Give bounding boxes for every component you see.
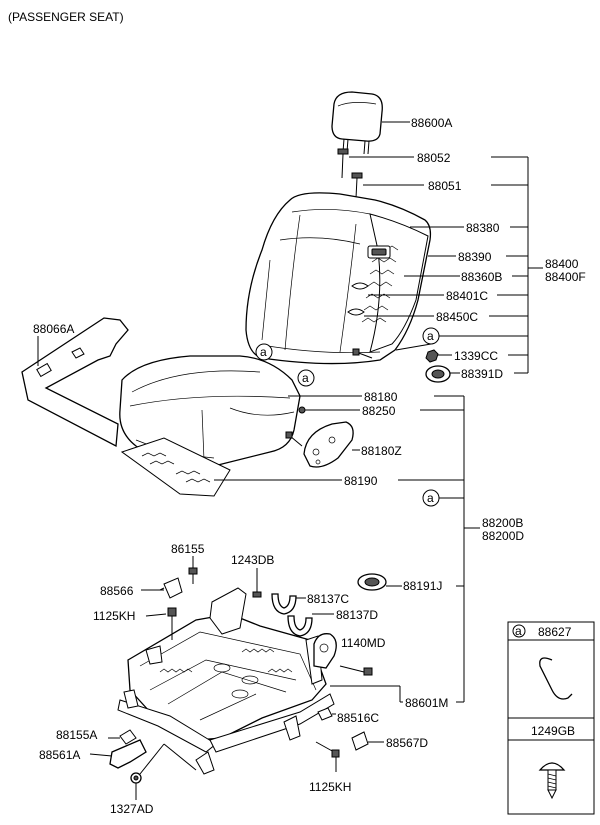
label-88250: 88250 [362,404,396,418]
label-88180Z: 88180Z [361,444,402,458]
callout-a-cushion-2-text: a [302,371,309,385]
label-88601M: 88601M [405,696,448,710]
nut-1327AD [130,772,142,784]
label-88137C: 88137C [307,592,349,606]
headrest-guide-88052 [337,148,349,179]
bracket-88200B [398,395,480,702]
label-88516C: 88516C [337,711,379,725]
label-1125KH-lower: 1125KH [309,780,351,794]
label-88401C: 88401C [446,289,488,303]
clip-88627-icon [539,657,573,700]
label-88400: 88400 [545,257,579,271]
label-88380: 88380 [466,221,500,235]
label-1243DB: 1243DB [231,553,274,567]
label-88191J: 88191J [403,579,442,593]
label-1125KH-upper: 1125KH [93,609,135,623]
bolt-1125KH-upper [167,607,177,640]
bolt-1243DB [252,568,262,598]
hook-88137D [287,615,313,637]
callout-a-cushion-2 [297,369,315,387]
label-88561A: 88561A [39,748,80,762]
label-88200D: 88200D [482,529,524,543]
label-88190: 88190 [344,474,378,488]
label-88052: 88052 [417,151,451,165]
nut-1339CC [425,349,439,363]
label-88566: 88566 [100,584,134,598]
seat-track-frame [117,587,335,775]
legend-box: a 88627 1249GB [507,621,595,815]
recliner-knob-88391D [425,365,451,383]
pump-88191J [357,573,387,591]
label-88200B: 88200B [482,516,523,530]
bolt-86155 [188,556,198,584]
label-88450C: 88450C [436,310,478,324]
label-88600A: 88600A [411,116,452,130]
label-1140MD: 1140MD [341,636,386,650]
cover-88566 [159,577,183,599]
cover-88561A [109,739,147,769]
diagram-title: (PASSENGER SEAT) [8,10,124,24]
bracket-88400 [489,156,543,374]
label-88400F: 88400F [545,270,586,284]
cushion-pad-88190 [120,437,231,497]
callout-a-mid-text: a [427,491,434,505]
side-trim-88180Z [285,421,354,468]
label-88360B: 88360B [461,270,502,284]
clip-88250 [298,406,306,414]
seat-back-assembly [245,192,432,365]
headrest-guide-88051 [351,172,363,199]
label-88390: 88390 [458,250,492,264]
legend-label-88627: 88627 [538,625,572,639]
cover-88155A [119,729,137,745]
legend-callout-a-text: a [515,624,522,638]
cover-88567D [351,731,369,751]
legend-callout-a [512,624,526,638]
screw-1249GB-icon [538,762,566,800]
label-88051: 88051 [428,179,462,193]
label-86155: 86155 [171,542,205,556]
side-cover-88066A [21,317,129,448]
label-1327AD: 1327AD [110,802,154,816]
label-88567D: 88567D [386,736,428,750]
label-88155A: 88155A [56,728,97,742]
label-1339CC: 1339CC [454,349,498,363]
label-88066A: 88066A [33,322,74,336]
callout-a-back-text: a [427,329,434,343]
label-88180: 88180 [364,390,398,404]
bolt-1125KH-lower [315,741,340,772]
headrest [331,91,383,155]
recliner-1140MD [313,633,373,676]
callout-a-cushion-1-text: a [260,345,267,359]
legend-label-1249GB: 1249GB [531,724,575,738]
cap-88516C [317,707,333,721]
label-88391D: 88391D [461,367,503,381]
callout-a-cushion-1 [255,343,273,361]
hook-88137C [271,593,297,615]
label-88137D: 88137D [336,608,378,622]
